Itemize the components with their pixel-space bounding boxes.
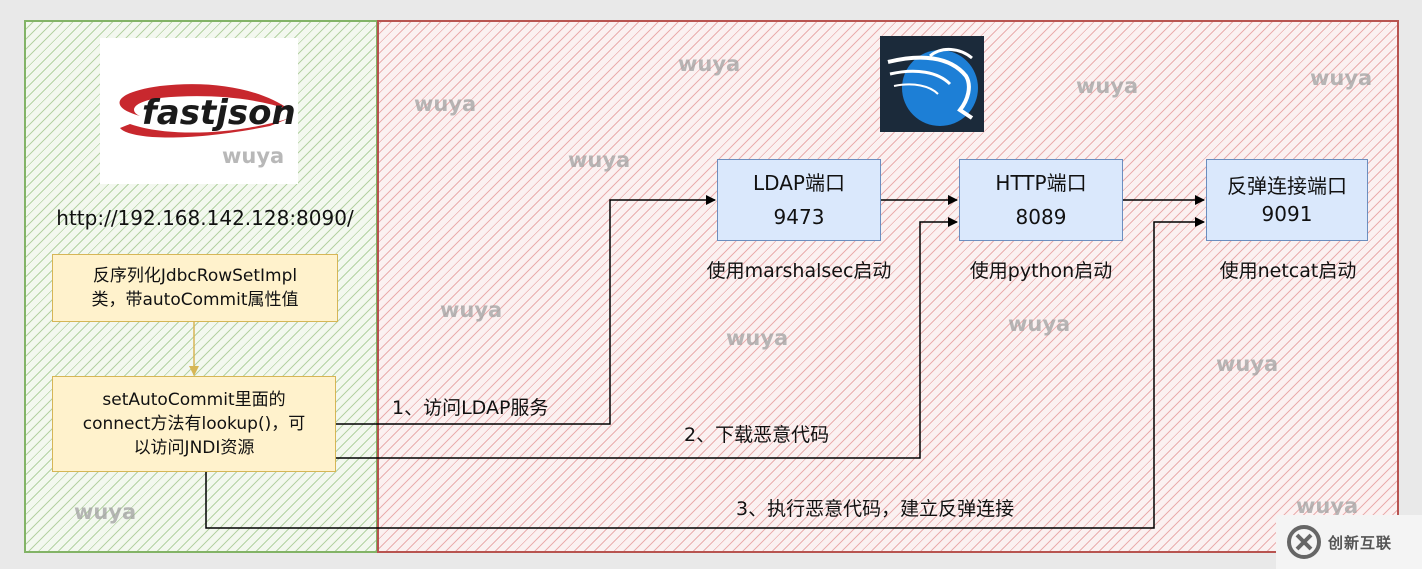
edge-http bbox=[336, 217, 958, 459]
watermark: wuya bbox=[1296, 494, 1359, 518]
edge-reverse bbox=[205, 217, 1205, 529]
lookup-note-line: 以访问JNDI资源 bbox=[133, 438, 255, 458]
corner-brand-text: 创新互联 bbox=[1328, 533, 1393, 552]
reverse-caption: 使用netcat启动 bbox=[1219, 260, 1357, 282]
watermark: wuya bbox=[678, 52, 741, 76]
watermark: wuya bbox=[568, 148, 631, 172]
watermark: wuya bbox=[726, 326, 789, 350]
http-caption: 使用python启动 bbox=[969, 260, 1113, 282]
port-name: LDAP端口 bbox=[753, 171, 845, 195]
watermark: wuya bbox=[1310, 66, 1373, 90]
watermark: wuya bbox=[74, 500, 137, 524]
ldap-caption: 使用marshalsec启动 bbox=[706, 260, 892, 282]
lookup-note: setAutoCommit里面的 connect方法有lookup()，可 以访… bbox=[52, 376, 336, 472]
target-url: http://192.168.142.128:8090/ bbox=[56, 206, 354, 230]
fastjson-logo-graphic: fastjson bbox=[119, 84, 296, 138]
edge-label-step2: 2、下载恶意代码 bbox=[684, 424, 830, 446]
ldap-port-box: LDAP端口 9473 bbox=[717, 159, 881, 241]
port-name: 反弹连接端口 bbox=[1227, 174, 1347, 198]
edge-ldap bbox=[336, 195, 716, 425]
port-name: HTTP端口 bbox=[995, 171, 1087, 195]
reverse-port-box: 反弹连接端口 9091 bbox=[1206, 159, 1368, 241]
port-number: 8089 bbox=[1015, 205, 1067, 229]
corner-brand-icon bbox=[1287, 525, 1321, 559]
port-number: 9091 bbox=[1261, 202, 1313, 226]
edge-label-step3: 3、执行恶意代码，建立反弹连接 bbox=[736, 498, 1015, 520]
deserialize-note-line: 类，带autoCommit属性值 bbox=[91, 290, 299, 310]
kali-dragon-icon bbox=[880, 36, 984, 132]
watermark: wuya bbox=[1076, 74, 1139, 98]
lookup-note-line: connect方法有lookup()，可 bbox=[82, 414, 306, 434]
watermark: wuya bbox=[1008, 312, 1071, 336]
http-port-box: HTTP端口 8089 bbox=[959, 159, 1123, 241]
watermark: wuya bbox=[1216, 352, 1279, 376]
watermark: wuya bbox=[440, 298, 503, 322]
edge-label-step1: 1、访问LDAP服务 bbox=[392, 397, 549, 419]
lookup-note-line: setAutoCommit里面的 bbox=[102, 390, 286, 410]
deserialize-note-line: 反序列化JdbcRowSetImpl bbox=[92, 266, 298, 286]
fastjson-logo-text: fastjson bbox=[142, 93, 296, 133]
deserialize-note: 反序列化JdbcRowSetImpl 类，带autoCommit属性值 bbox=[52, 254, 338, 322]
port-number: 9473 bbox=[773, 205, 825, 229]
watermark: wuya bbox=[414, 92, 477, 116]
corner-brand-logo: 创新互联 bbox=[1276, 515, 1422, 569]
watermark: wuya bbox=[222, 144, 285, 168]
fastjson-logo: fastjson wuya bbox=[100, 38, 298, 184]
